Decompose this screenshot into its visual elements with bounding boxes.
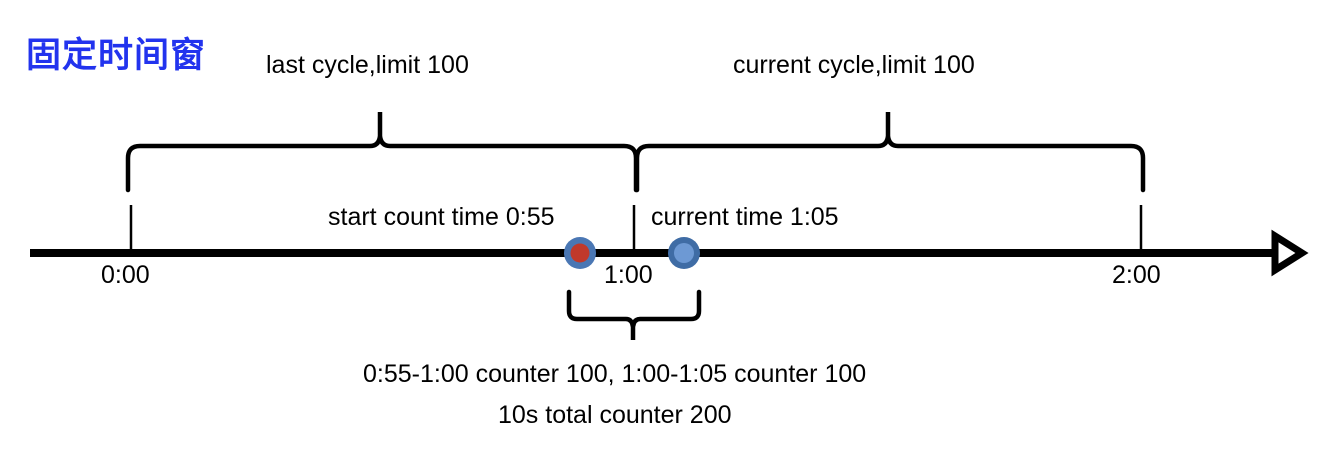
brace-counting-window (566, 289, 702, 340)
label-current-cycle: current cycle,limit 100 (733, 51, 975, 79)
brace-current-cycle (634, 112, 1146, 193)
tick-label-0-00: 0:00 (101, 261, 150, 289)
label-start-count-time: start count time 0:55 (328, 203, 555, 231)
label-current-time: current time 1:05 (651, 203, 839, 231)
page-title: 固定时间窗 (26, 36, 207, 75)
summary-total-counter: 10s total counter 200 (498, 401, 732, 429)
current-time-marker-dot (674, 243, 694, 263)
tick-label-1-00: 1:00 (604, 261, 653, 289)
timeline-arrowhead-icon (1271, 229, 1309, 277)
start-count-marker-dot (570, 243, 590, 263)
summary-counter-breakdown: 0:55-1:00 counter 100, 1:00-1:05 counter… (363, 360, 867, 388)
tick-label-2-00: 2:00 (1112, 261, 1161, 289)
label-last-cycle: last cycle,limit 100 (266, 51, 469, 79)
brace-last-cycle (125, 112, 639, 193)
